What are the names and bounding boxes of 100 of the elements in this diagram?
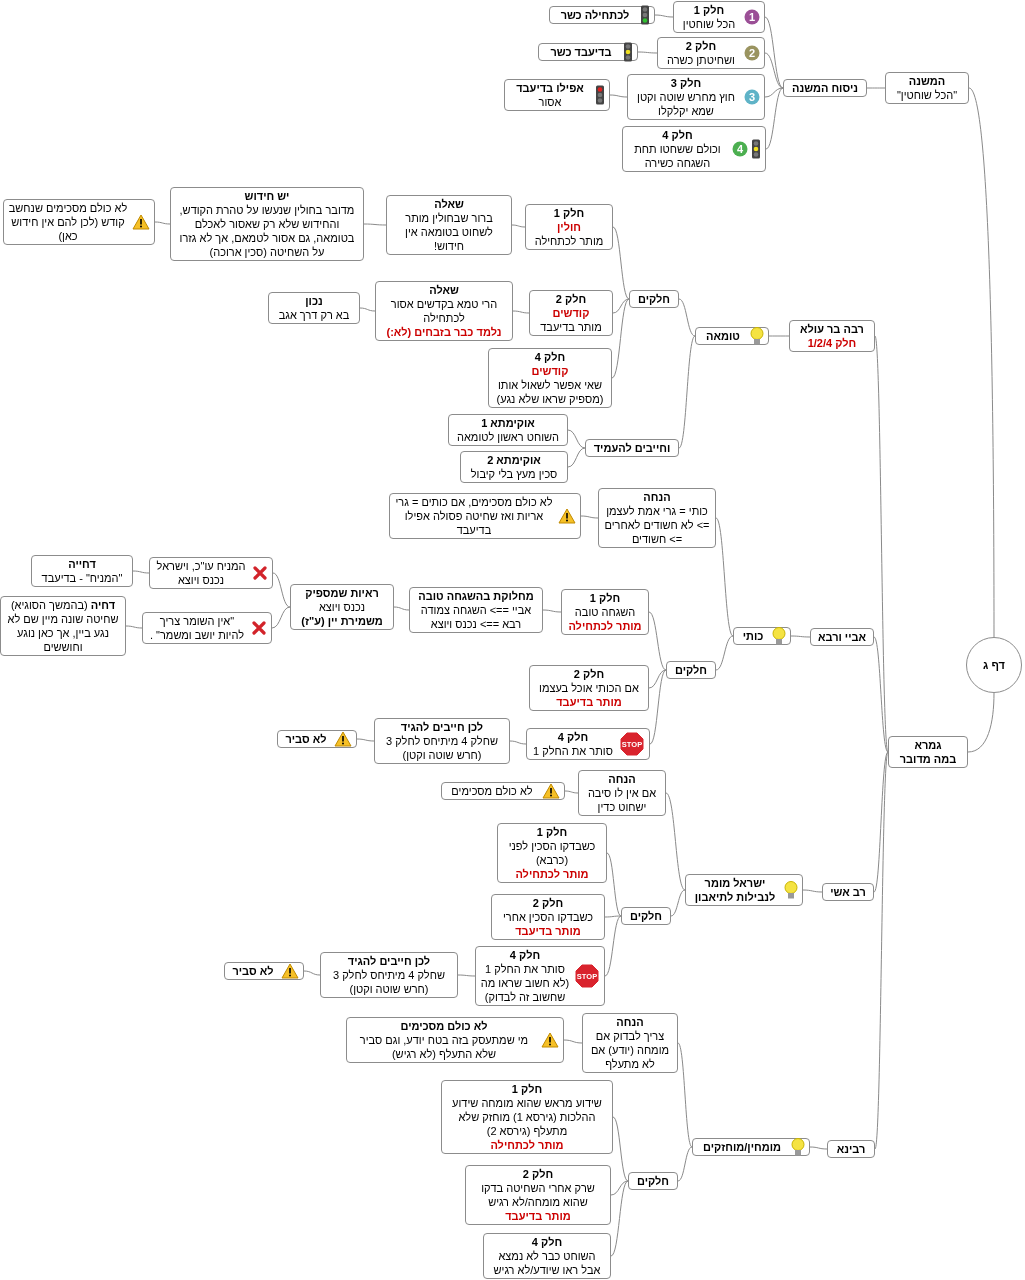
topic-box xyxy=(31,555,133,587)
highlight-text: מותר לכתחילה xyxy=(567,619,643,633)
highlight-text: מותר בדיעבד xyxy=(555,695,623,709)
connector xyxy=(132,570,150,574)
heading-text: לא סביר xyxy=(231,964,275,978)
highlight-text: קודשים xyxy=(551,306,591,320)
body-text: "המניח" - בדיעבד xyxy=(40,571,124,585)
connector xyxy=(649,669,667,745)
topic-box xyxy=(525,204,613,250)
body-text: שחלק 4 מיתיחס לחלק 3 (חרש שוטה וקטן) xyxy=(385,734,499,762)
connector xyxy=(873,636,889,753)
topic-box xyxy=(666,661,716,679)
heading-text: ראיות שמספיק xyxy=(304,586,380,600)
topic-box xyxy=(578,770,666,816)
body-text: שידוע מראש שהוא מומחה שידוע ההלכות (גירסא 1) מוחזק שלא מתעלף (גירסא 2) xyxy=(451,1096,603,1138)
number-icon: 2 xyxy=(744,45,760,61)
connector xyxy=(457,974,476,977)
heading-text: לכן חייבים להגיד xyxy=(346,954,432,968)
connector xyxy=(303,970,321,976)
topic-box xyxy=(488,348,612,408)
connector xyxy=(606,852,622,917)
connector xyxy=(765,87,784,150)
body-text: אסור xyxy=(537,95,563,109)
body-text: לא כולם מסכימים, אם כותים = גרי אריות ואז שחיטה פסולה אפילו בדיעבד xyxy=(394,495,554,537)
heading-text: חלק 1 xyxy=(692,3,726,17)
topic-box xyxy=(409,587,543,633)
topic-box xyxy=(475,946,605,1006)
heading-text: חלק 2 xyxy=(554,292,588,306)
body-text: סכין מעץ בלי קיבול xyxy=(469,467,559,481)
heading-text: חלקים xyxy=(628,909,664,923)
heading-text: כותי xyxy=(741,629,765,643)
connector xyxy=(715,517,734,637)
heading-text: חלקים xyxy=(635,1174,671,1188)
topic-box xyxy=(561,589,649,635)
connector xyxy=(271,606,291,629)
highlight-text: קודשים xyxy=(530,364,570,378)
topic-box xyxy=(441,782,565,800)
highlight-text: מותר לכתחילה xyxy=(514,867,590,881)
heading-text: גמרא xyxy=(913,738,943,752)
topic-box xyxy=(448,414,568,446)
body-text: סותר את החלק 1 xyxy=(532,744,614,758)
body-text: השוחט ראשון לטומאה xyxy=(456,430,560,444)
heading-text: במה מדובר xyxy=(898,752,958,766)
topic-box xyxy=(733,627,791,645)
heading-text: חלק 2 xyxy=(684,39,718,53)
connector xyxy=(968,87,995,638)
heading-text: וחייבים להעמיד xyxy=(592,441,672,455)
topic-box xyxy=(585,439,679,457)
heading-text: חלק 4 xyxy=(508,948,542,962)
body-text: הרי טמא בקדשים אסור לכתחילה xyxy=(389,297,499,325)
body-text: סותר את החלק 1 (לא חשוב שראו מה שחשוב זה לבדוק) xyxy=(480,962,570,1004)
topic-box xyxy=(627,74,765,120)
body-text: לא כולם מסכימים xyxy=(450,784,534,798)
connector xyxy=(648,669,667,689)
topic-box xyxy=(657,37,765,69)
connector xyxy=(393,606,410,611)
connector xyxy=(612,298,630,314)
body-text: צריך לבדוק אם מומחה (יודע) אם לא מתעלף xyxy=(589,1029,671,1071)
topic-box xyxy=(789,320,875,352)
heading-text: המשנה xyxy=(907,74,947,88)
topic-box xyxy=(465,1165,611,1225)
topic-box xyxy=(622,126,766,172)
body-text: בא רק דרך אגב xyxy=(277,308,351,322)
heading-text: חלקים xyxy=(636,292,672,306)
heading-text: אוקימתא 2 xyxy=(486,453,542,467)
body-text: השגחה טובה xyxy=(573,605,637,619)
topic-box xyxy=(673,1,765,33)
topic-box xyxy=(375,281,513,341)
body-text: מדובר בחולין שנעשו על טהרת הקודש, והחידוש שלא רק שאסור לאכלם בטומאה, גם אסור לטמאם, אך לא גזרו על השחיטה (סכין ארוכה) xyxy=(178,203,356,259)
topic-box xyxy=(149,557,273,589)
body-text: הכל שוחטין xyxy=(681,17,737,31)
connector xyxy=(567,429,586,449)
heading-text: רבינא xyxy=(835,1142,867,1156)
heading-text: דף ג xyxy=(983,658,1005,672)
heading-text: דחייה xyxy=(67,557,97,571)
body-text: "אין השומר צריך להיות יושב ומשמר" . xyxy=(148,614,246,642)
heading-text: שאלה xyxy=(428,283,460,297)
highlight-text: מותר לכתחילה xyxy=(489,1138,565,1152)
heading-text: הנחה xyxy=(642,490,672,504)
connector xyxy=(542,609,562,613)
number-icon: 1 xyxy=(744,9,760,25)
connector xyxy=(154,221,171,225)
connector xyxy=(677,1146,693,1182)
body-text: כותי = גרי אמת לעצמן => לא חשודים לאחרים => חשודים xyxy=(603,504,711,546)
heading-text: לא סביר xyxy=(284,732,328,746)
connector xyxy=(604,915,622,918)
connector xyxy=(567,447,586,468)
body-text: השוחט כבר לא נמצא אבל ראו שיודע/לא רגיש xyxy=(492,1249,602,1277)
body-text: כשבדקו הסכין אחרי xyxy=(501,910,595,924)
topic-box xyxy=(822,883,874,901)
heading-text: מחלוקת בהשגחה טובה xyxy=(417,589,535,603)
body-text: אם אין לו סיבה ישחוט כדין xyxy=(586,786,658,814)
number-icon: 4 xyxy=(732,141,748,157)
body-text: אביי ==> השגחה צמודה רבא ==> נכנס ויוצא xyxy=(419,603,533,631)
topic-box xyxy=(497,823,607,883)
body-text: וכולם ששחטו תחת השגחה כשירה xyxy=(633,142,722,170)
topic-box xyxy=(224,962,304,980)
topic-box xyxy=(628,1172,678,1190)
topic-box xyxy=(529,290,613,336)
connector xyxy=(678,335,696,449)
